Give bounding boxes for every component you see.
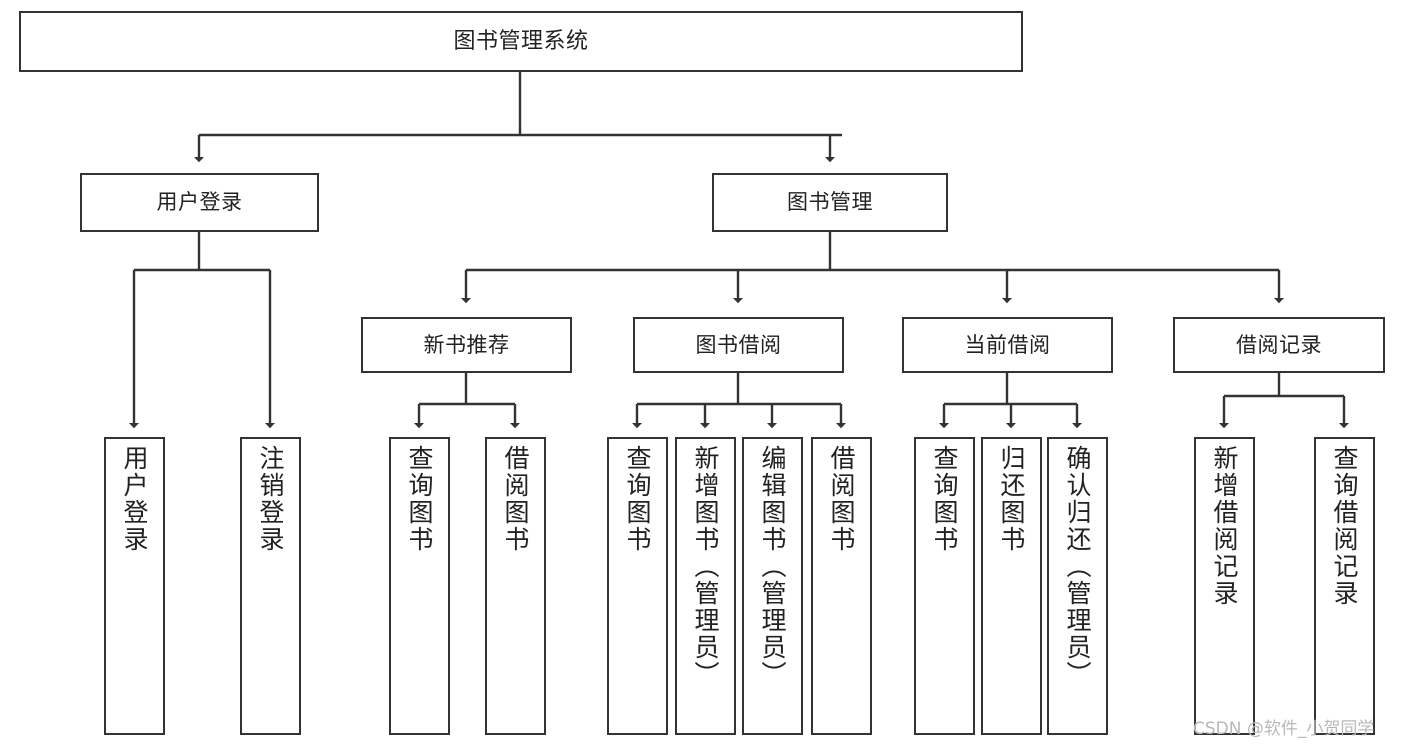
node-leaf-query-book-1-label: 查询图书	[405, 445, 434, 553]
node-leaf-return-book-label: 归还图书	[997, 445, 1026, 553]
node-new-book-rec[interactable]: 新书推荐	[361, 317, 572, 373]
node-leaf-query-book-2-label: 查询图书	[623, 445, 652, 553]
node-leaf-user-login[interactable]: 用户登录	[104, 437, 165, 735]
node-leaf-edit-book-label: 编辑图书（管理员）	[758, 445, 787, 688]
node-leaf-return-book[interactable]: 归还图书	[981, 437, 1042, 735]
node-leaf-logout-label: 注销登录	[256, 445, 285, 553]
node-root-label: 图书管理系统	[453, 28, 589, 54]
node-leaf-edit-book[interactable]: 编辑图书（管理员）	[742, 437, 803, 735]
node-current-borrow-label: 当前借阅	[964, 332, 1051, 357]
node-leaf-add-book[interactable]: 新增图书（管理员）	[675, 437, 736, 735]
node-leaf-query-book-2[interactable]: 查询图书	[607, 437, 668, 735]
csdn-watermark: CSDN @软件_小贺同学	[1193, 719, 1375, 739]
node-root[interactable]: 图书管理系统	[19, 11, 1023, 72]
node-borrow-record[interactable]: 借阅记录	[1173, 317, 1385, 373]
node-new-book-rec-label: 新书推荐	[423, 332, 510, 357]
node-leaf-query-book-1[interactable]: 查询图书	[389, 437, 450, 735]
node-leaf-logout[interactable]: 注销登录	[240, 437, 301, 735]
node-leaf-borrow-book-2[interactable]: 借阅图书	[811, 437, 872, 735]
node-leaf-query-record[interactable]: 查询借阅记录	[1314, 437, 1375, 735]
node-book-borrow[interactable]: 图书借阅	[633, 317, 844, 373]
node-leaf-borrow-book-1-label: 借阅图书	[501, 445, 530, 553]
node-leaf-user-login-label: 用户登录	[120, 445, 149, 553]
node-borrow-record-label: 借阅记录	[1236, 332, 1322, 357]
node-leaf-query-book-3[interactable]: 查询图书	[914, 437, 975, 735]
node-leaf-add-record[interactable]: 新增借阅记录	[1194, 437, 1255, 735]
node-leaf-query-book-3-label: 查询图书	[930, 445, 959, 553]
node-user-login-label: 用户登录	[156, 190, 243, 215]
node-book-manage[interactable]: 图书管理	[712, 173, 948, 232]
node-leaf-confirm-return[interactable]: 确认归还（管理员）	[1047, 437, 1108, 735]
node-current-borrow[interactable]: 当前借阅	[902, 317, 1113, 373]
node-leaf-add-record-label: 新增借阅记录	[1210, 445, 1239, 607]
node-user-login[interactable]: 用户登录	[80, 173, 319, 232]
node-leaf-add-book-label: 新增图书（管理员）	[691, 445, 720, 688]
node-leaf-borrow-book-1[interactable]: 借阅图书	[485, 437, 546, 735]
node-leaf-borrow-book-2-label: 借阅图书	[827, 445, 856, 553]
node-leaf-confirm-return-label: 确认归还（管理员）	[1063, 445, 1092, 688]
node-book-manage-label: 图书管理	[787, 190, 873, 215]
node-leaf-query-record-label: 查询借阅记录	[1330, 445, 1359, 607]
node-book-borrow-label: 图书借阅	[695, 332, 782, 357]
